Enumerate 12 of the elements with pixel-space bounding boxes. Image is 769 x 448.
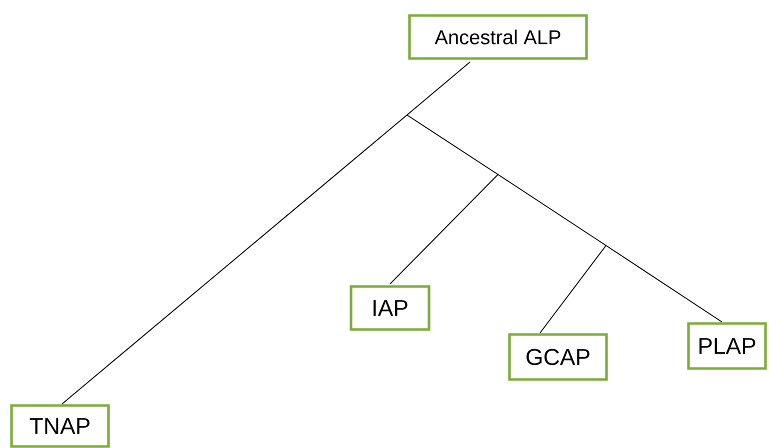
label-box: IAP: [350, 285, 430, 331]
tree-branch: [498, 174, 606, 246]
tree-branch: [406, 114, 498, 175]
label-box: PLAP: [687, 322, 767, 370]
tree-branch: [390, 174, 498, 284]
tree-branch: [62, 114, 408, 404]
label-box: Ancestral ALP: [408, 14, 588, 60]
label-box: GCAP: [508, 333, 608, 381]
tree-branch: [606, 245, 722, 322]
tree-branch: [540, 245, 606, 334]
label-box: TNAP: [10, 404, 110, 448]
tree-branch: [406, 62, 470, 116]
